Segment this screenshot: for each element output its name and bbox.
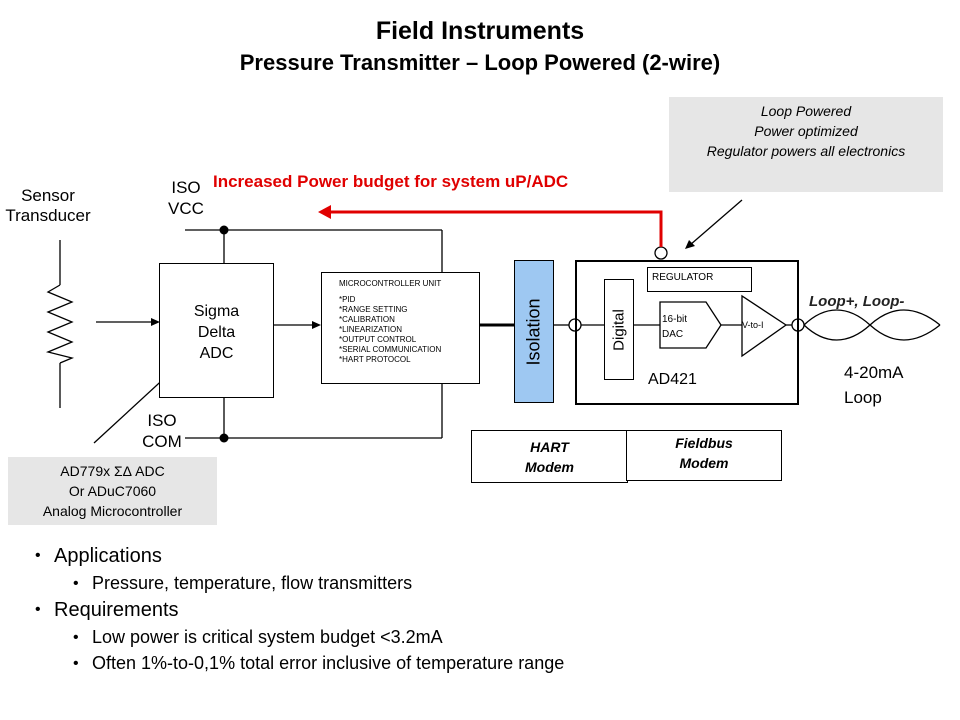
sensor-transducer-label: Sensor Transducer <box>0 186 96 226</box>
mcu-title: MICROCONTROLLER UNIT <box>339 279 442 288</box>
page-subtitle: Pressure Transmitter – Loop Powered (2-w… <box>239 50 721 75</box>
mcu-item-pid: *PID <box>339 295 356 304</box>
v-to-i-label: V-to-I <box>742 320 764 330</box>
adc-callout-line-1: AD779x ΣΔ ADC <box>60 463 165 479</box>
hart-modem-line-2: Modem <box>525 459 574 475</box>
dac-label-line-2: DAC <box>662 329 684 340</box>
power-budget-label: Increased Power budget for system uP/ADC <box>213 172 569 191</box>
isolation-block: Isolation <box>514 260 554 403</box>
microcontroller-unit-block: MICROCONTROLLER UNIT *PID *RANGE SETTING… <box>321 272 480 384</box>
iso-com-line-1: ISO <box>147 411 177 430</box>
bullet-requirements-power: Low power is critical system budget <3.2… <box>73 627 443 648</box>
sensor-label-line-2: Transducer <box>5 206 91 225</box>
fieldbus-modem-block: Fieldbus Modem <box>626 430 782 481</box>
iso-com-label: ISO COM <box>134 410 190 452</box>
dac-block-label: 16-bit DAC <box>662 312 687 342</box>
mcu-item-range-setting: *RANGE SETTING <box>339 305 408 314</box>
mcu-item-hart-protocol: *HART PROTOCOL <box>339 355 411 364</box>
callout-line-3: Regulator powers all electronics <box>706 143 906 159</box>
adc-callout-line-2: Or ADuC7060 <box>68 483 157 499</box>
loop-terminals-label: Loop+, Loop- <box>809 293 905 310</box>
hart-modem-block: HART Modem <box>471 430 628 483</box>
bullet-applications-detail: Pressure, temperature, flow transmitters <box>73 573 412 594</box>
callout-line-2: Power optimized <box>754 123 858 139</box>
loop-current-label: 4-20mA Loop <box>844 360 904 410</box>
adc-callout-line-3: Analog Microcontroller <box>42 503 183 519</box>
adc-label-line-2: Delta <box>197 324 236 341</box>
sensor-label-line-1: Sensor <box>21 186 75 205</box>
loop-powered-callout: Loop Powered Power optimized Regulator p… <box>669 97 943 192</box>
mcu-item-calibration: *CALIBRATION <box>339 315 395 324</box>
loop-current-line-2: Loop <box>844 388 882 407</box>
bullet-requirements-accuracy: Often 1%-to-0,1% total error inclusive o… <box>73 653 564 674</box>
iso-com-line-2: COM <box>142 432 182 451</box>
sigma-delta-adc-block: Sigma Delta ADC <box>159 263 274 398</box>
ad421-block <box>575 260 799 405</box>
bullet-applications: Applications <box>35 545 162 568</box>
isolation-label: Isolation <box>523 297 544 366</box>
page-title: Field Instruments <box>375 17 585 45</box>
regulator-label: REGULATOR <box>652 272 714 283</box>
mcu-item-linearization: *LINEARIZATION <box>339 325 402 334</box>
regulator-block: REGULATOR <box>647 267 752 292</box>
adc-label-line-3: ADC <box>199 345 234 362</box>
iso-vcc-label: ISO VCC <box>158 177 214 219</box>
fieldbus-modem-line-1: Fieldbus <box>675 435 733 451</box>
mcu-item-serial-communication: *SERIAL COMMUNICATION <box>339 345 442 354</box>
hart-modem-line-1: HART <box>530 439 569 455</box>
digital-label: Digital <box>610 308 628 351</box>
digital-block: Digital <box>604 279 634 380</box>
bullet-requirements: Requirements <box>35 599 178 622</box>
loop-current-line-1: 4-20mA <box>844 363 904 382</box>
fieldbus-modem-line-2: Modem <box>679 455 729 471</box>
mcu-item-output-control: *OUTPUT CONTROL <box>339 335 417 344</box>
adc-label-line-1: Sigma <box>193 303 240 320</box>
adc-options-callout: AD779x ΣΔ ADC Or ADuC7060 Analog Microco… <box>8 457 217 525</box>
iso-vcc-line-1: ISO <box>171 178 201 197</box>
callout-line-1: Loop Powered <box>760 103 852 119</box>
ad421-label: AD421 <box>648 371 697 388</box>
dac-label-line-1: 16-bit <box>662 314 688 325</box>
iso-vcc-line-2: VCC <box>168 199 204 218</box>
